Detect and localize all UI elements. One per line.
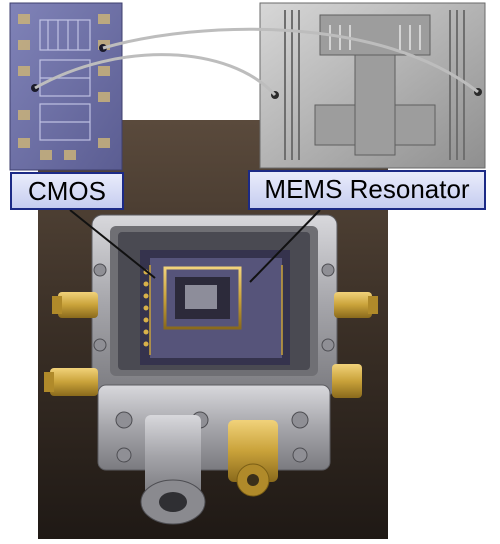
- connector-curves: [34, 27, 479, 97]
- mems-resonator-label: MEMS Resonator: [248, 170, 486, 210]
- sma-connector-right-top: [334, 292, 378, 318]
- chip-carrier: [140, 250, 290, 365]
- mems-resonator-image: [259, 2, 486, 169]
- sma-connector-front-gold: [228, 420, 278, 497]
- callout-lines: [69, 209, 321, 283]
- cmos-die-image: [9, 2, 123, 171]
- sma-connector-front-steel: [140, 415, 206, 525]
- sma-connector-left-top: [52, 292, 98, 318]
- sma-connector-right-bottom: [332, 364, 362, 398]
- sma-connectors: [44, 292, 378, 525]
- sma-connector-left-bottom: [44, 368, 98, 396]
- cmos-label: CMOS: [10, 172, 124, 210]
